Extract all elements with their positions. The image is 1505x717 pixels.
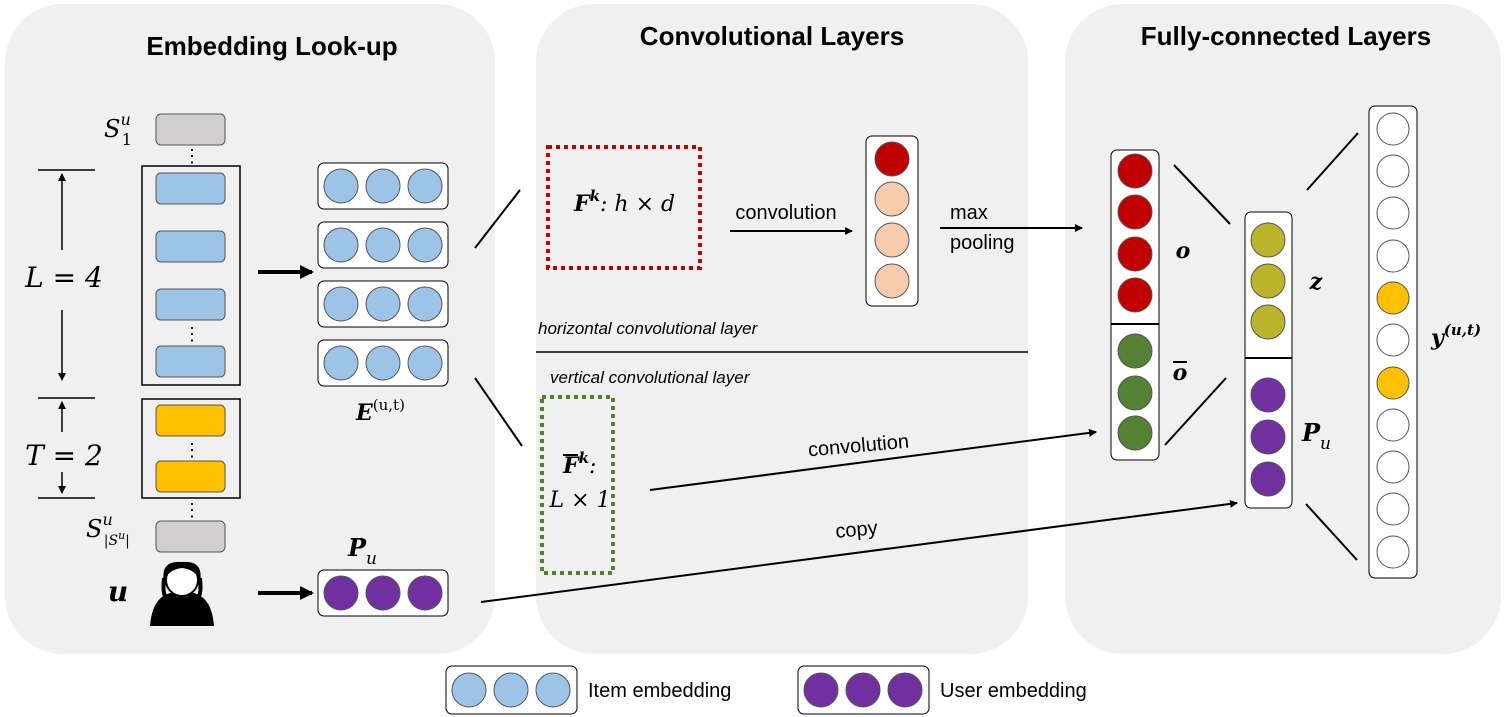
user-vector bbox=[317, 569, 449, 617]
hidden-layer-column bbox=[1244, 211, 1293, 509]
z-label: z bbox=[1309, 269, 1323, 295]
horizontal-filter-box bbox=[546, 145, 702, 270]
history-item-1 bbox=[155, 172, 226, 205]
embedding-panel-title: Embedding Look-up bbox=[146, 31, 397, 61]
legend-user-label: User embedding bbox=[940, 680, 1087, 702]
pu-label: Pu bbox=[1301, 418, 1331, 454]
history-item-3 bbox=[155, 288, 226, 321]
user-label: u bbox=[108, 575, 128, 608]
t-label: T = 2 bbox=[25, 439, 103, 472]
legend-item-label: Item embedding bbox=[588, 680, 731, 702]
history-item-4 bbox=[155, 345, 226, 378]
vertical-convolution-arrow bbox=[649, 428, 1097, 491]
target-item-1 bbox=[155, 404, 226, 437]
user-icon bbox=[150, 561, 214, 626]
ellipsis-top: ⋮ bbox=[183, 146, 201, 166]
vertical-filter-box bbox=[540, 395, 615, 575]
embedding-row-2 bbox=[317, 221, 449, 269]
copy-label: copy bbox=[834, 517, 878, 543]
concatenated-conv-output bbox=[1110, 149, 1160, 461]
legend-user-embedding bbox=[797, 665, 930, 715]
embedding-row-3 bbox=[317, 280, 449, 328]
embedding-panel bbox=[5, 4, 495, 654]
ellipsis-bottom: ⋮ bbox=[183, 500, 201, 520]
target-group-box bbox=[141, 398, 241, 499]
e-to-horizontal-filter bbox=[474, 189, 521, 249]
history-group-box bbox=[141, 165, 241, 386]
horizontal-convolution-label: convolution bbox=[735, 202, 836, 224]
e-to-vertical-filter bbox=[474, 377, 523, 447]
embedding-row-1 bbox=[317, 162, 449, 210]
legend-item-embedding bbox=[445, 665, 578, 715]
l-label: L = 4 bbox=[24, 261, 103, 294]
horizontal-filter-label: Fk: h × d bbox=[573, 187, 675, 217]
ellipsis-target: ⋮ bbox=[183, 440, 201, 460]
embedding-row-4 bbox=[317, 339, 449, 387]
convolution-panel-title: Convolutional Layers bbox=[640, 21, 904, 51]
last-item-box bbox=[155, 520, 226, 553]
user-vector-label: Pu bbox=[347, 533, 377, 569]
target-item-2 bbox=[155, 460, 226, 493]
embedding-matrix-label: E(u,t) bbox=[355, 396, 405, 426]
max-pooling-label-1: max bbox=[950, 202, 988, 224]
output-column bbox=[1368, 105, 1418, 579]
vertical-filter-dims: L × 1 bbox=[548, 488, 610, 513]
fully-connected-panel-title: Fully-connected Layers bbox=[1141, 21, 1431, 51]
vertical-layer-label: vertical convolutional layer bbox=[550, 368, 751, 387]
embedding-matrix bbox=[317, 162, 449, 387]
copy-arrow bbox=[480, 499, 1238, 603]
max-pooling-label-2: pooling bbox=[950, 232, 1015, 254]
o-to-z-connector bbox=[1173, 164, 1231, 225]
last-item-label: Su|Su| bbox=[86, 510, 130, 549]
o-label: o bbox=[1176, 238, 1191, 264]
horizontal-conv-output bbox=[865, 135, 919, 307]
history-item-2 bbox=[155, 230, 226, 263]
pu-to-y-connector bbox=[1305, 503, 1358, 561]
z-to-y-connector bbox=[1306, 132, 1359, 191]
vertical-filter-label: Fk: bbox=[562, 449, 596, 479]
o-tilde-label: o bbox=[1173, 360, 1188, 386]
y-label: y(u,t) bbox=[1430, 321, 1481, 351]
ellipsis-history: ⋮ bbox=[183, 324, 201, 344]
first-item-box bbox=[155, 113, 226, 146]
horizontal-layer-label: horizontal convolutional layer bbox=[538, 319, 759, 338]
otilde-to-z-connector bbox=[1164, 377, 1227, 446]
